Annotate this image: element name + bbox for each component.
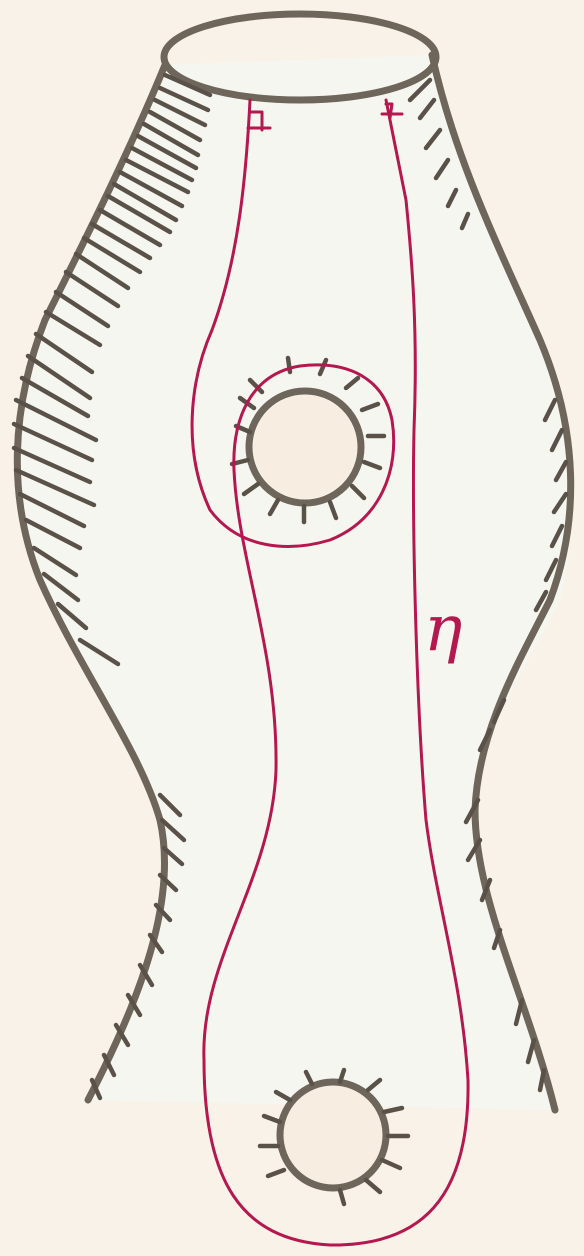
curve-label-eta: η [424, 592, 462, 666]
